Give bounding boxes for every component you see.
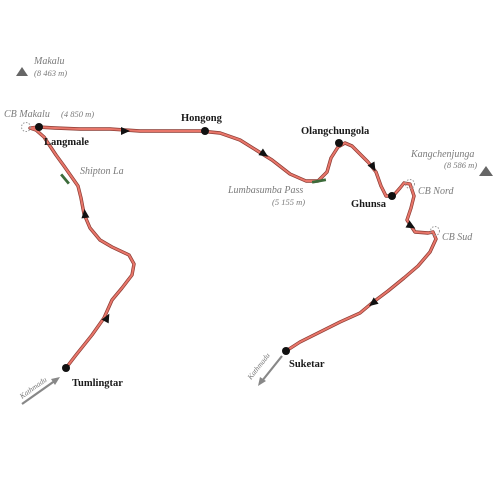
- direction-arrow-icon: [81, 209, 90, 219]
- place-hongong: Hongong: [181, 113, 223, 124]
- pass-lumbasumba-name: Lumbasumba Pass: [227, 185, 303, 196]
- peak-makalu: Makalu (8 463 m): [16, 56, 67, 78]
- camp-cb-nord-label: CB Nord: [418, 186, 454, 197]
- dashed-circle-icon: [430, 226, 440, 236]
- bar-marker-icon: [311, 178, 327, 184]
- trek-route: [28, 125, 438, 370]
- direction-arrow-icon: [369, 297, 379, 307]
- direction-arrow-icon: [258, 148, 269, 157]
- dashed-circle-icon: [405, 179, 415, 189]
- kathmandu-arrow-left: Kathmadu: [17, 375, 60, 405]
- place-olangchungola: Olangchungola: [301, 126, 370, 137]
- place-ghunsa: Ghunsa: [351, 199, 387, 210]
- peak-kangchenjunga-elevation: (8 586 m): [444, 160, 477, 170]
- kathmandu-arrow-line: [21, 379, 57, 405]
- peak-kangchenjunga-name: Kangchenjunga: [410, 149, 474, 160]
- dot-icon: [282, 347, 290, 355]
- arrow-head-icon: [51, 377, 60, 385]
- camp-cb-makalu-elevation: (4 850 m): [61, 109, 94, 119]
- arrow-head-icon: [258, 377, 266, 386]
- place-langmale: Langmale: [44, 137, 89, 148]
- pass-lumbasumba-elevation: (5 155 m): [272, 197, 305, 207]
- dot-icon: [201, 127, 209, 135]
- dot-icon: [335, 139, 343, 147]
- dashed-circle-icon: [21, 122, 31, 132]
- direction-arrow-icon: [101, 313, 110, 324]
- direction-arrow-icon: [405, 220, 416, 229]
- kathmandu-arrow-line: [261, 355, 283, 382]
- dot-icon: [35, 123, 43, 131]
- route-line: [29, 126, 437, 369]
- dot-icon: [388, 192, 396, 200]
- direction-arrow-icon: [121, 127, 130, 135]
- direction-arrows: [81, 127, 416, 324]
- peak-kangchenjunga: Kangchenjunga (8 586 m): [410, 149, 493, 176]
- mountain-triangle-icon: [479, 166, 493, 176]
- place-suketar: Suketar: [289, 359, 325, 370]
- camp-cb-sud-label: CB Sud: [442, 232, 473, 243]
- place-tumlingtar: Tumlingtar: [72, 378, 123, 389]
- bar-marker-icon: [60, 173, 70, 185]
- peak-makalu-name: Makalu: [33, 56, 65, 67]
- dot-icon: [62, 364, 70, 372]
- mountain-triangle-icon: [16, 67, 28, 76]
- kathmandu-arrow-right: Kathmadu: [245, 351, 283, 386]
- route-outline: [28, 125, 438, 370]
- kathmandu-label-right: Kathmadu: [245, 351, 272, 382]
- pass-shipton-label: Shipton La: [80, 166, 124, 177]
- camp-cb-makalu-name: CB Makalu: [4, 109, 50, 120]
- peak-makalu-elevation: (8 463 m): [34, 68, 67, 78]
- direction-arrow-icon: [367, 161, 376, 172]
